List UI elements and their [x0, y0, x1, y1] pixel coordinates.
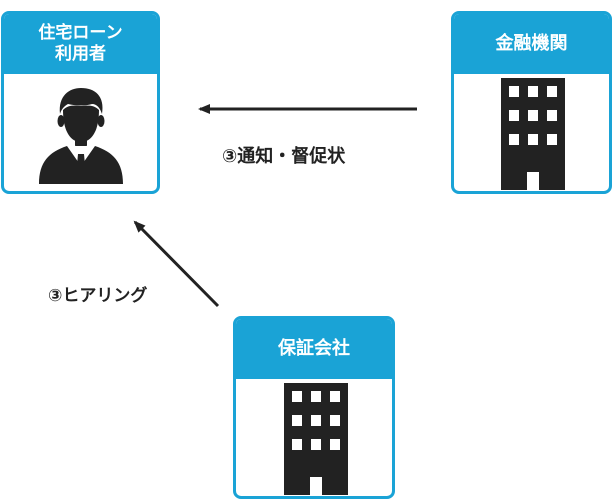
- guarantor-card-title: 保証会社: [278, 337, 350, 359]
- edge-label-hearing: ③ヒアリング: [48, 286, 148, 306]
- edge-label-notice: ③通知・督促状: [222, 146, 346, 167]
- arrow-guarantor-to-user: [133, 220, 220, 308]
- user-card: 住宅ローン 利用者: [1, 11, 160, 194]
- bank-card: 金融機関: [451, 11, 612, 194]
- user-card-title-line-2: 利用者: [55, 44, 106, 64]
- businessman-icon: [39, 88, 123, 184]
- guarantor-card: 保証会社: [233, 316, 395, 499]
- bank-card-title: 金融機関: [495, 32, 568, 54]
- building-icon: [501, 78, 565, 190]
- bank-card-header: 金融機関: [454, 14, 609, 74]
- user-card-title-line-1: 住宅ローン: [38, 22, 123, 43]
- user-card-header: 住宅ローン 利用者: [4, 14, 157, 74]
- building-icon: [284, 383, 348, 495]
- guarantor-card-header: 保証会社: [236, 319, 392, 379]
